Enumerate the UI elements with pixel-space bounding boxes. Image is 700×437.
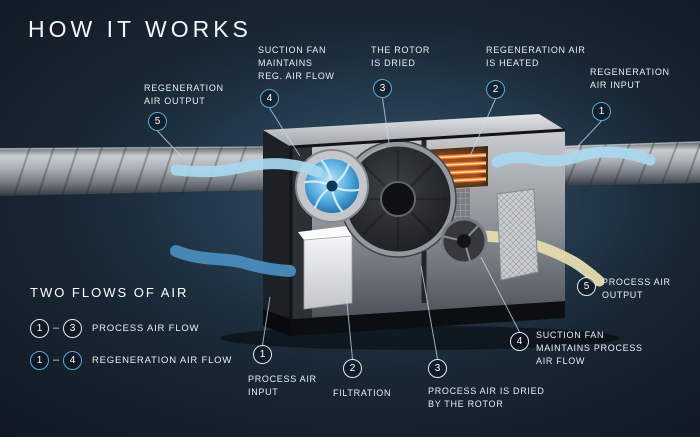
callout-label-suction-fan-reg: SUCTION FAN MAINTAINS REG. AIR FLOW	[258, 45, 335, 82]
legend-regen-label: REGENERATION AIR FLOW	[92, 355, 233, 366]
page-title: HOW IT WORKS	[28, 16, 252, 42]
unit-base	[291, 301, 565, 336]
regeneration-fan	[295, 149, 369, 223]
legend-regen-from-circle: 1	[30, 351, 49, 370]
rotor-disc	[339, 140, 457, 258]
callout-number-rotor-dried: 3	[373, 79, 392, 98]
connector-lines	[157, 97, 602, 360]
unit-base-side	[263, 309, 291, 336]
cutaway-edge	[289, 128, 566, 319]
callout-number-process-input: 1	[253, 345, 272, 364]
legend-process-to-circle: 3	[63, 319, 82, 338]
legend-process-from-circle: 1	[30, 319, 49, 338]
callout-number-filtration: 2	[343, 359, 362, 378]
process-air-inlet-arrow	[170, 245, 296, 277]
callout-number-suction-fan-reg: 4	[260, 89, 279, 108]
callout-number-regen-heated: 2	[486, 80, 505, 99]
regen-air-outlet-arrow	[170, 158, 324, 178]
callout-label-process-input: PROCESS AIR INPUT	[248, 374, 317, 398]
callout-label-regen-output: REGENERATION AIR OUTPUT	[144, 83, 224, 107]
callout-label-regen-heated: REGENERATION AIR IS HEATED	[486, 45, 586, 69]
legend-process-label: PROCESS AIR FLOW	[92, 323, 200, 334]
callout-label-process-dried: PROCESS AIR IS DRIED BY THE ROTOR	[428, 386, 545, 410]
inlet-plenum	[298, 226, 353, 310]
callout-label-suction-fan-process: SUCTION FAN MAINTAINS PROCESS AIR FLOW	[536, 330, 643, 367]
unit-top-panel	[263, 114, 565, 147]
legend-regen-separator: –	[52, 354, 60, 366]
callout-number-suction-fan-process: 4	[510, 332, 529, 351]
legend-regen-to-circle: 4	[63, 351, 82, 370]
callout-label-process-output: PROCESS AIR OUTPUT	[602, 277, 671, 301]
process-fan	[440, 217, 488, 265]
callout-label-regen-input: REGENERATION AIR INPUT	[590, 67, 670, 91]
regen-air-inlet-arrow	[491, 146, 656, 168]
callout-label-rotor-dried: THE ROTOR IS DRIED	[371, 45, 431, 69]
callout-number-regen-input: 1	[592, 102, 611, 121]
callout-number-process-dried: 3	[428, 359, 447, 378]
filter-panel	[496, 188, 539, 281]
legend-process-separator: –	[52, 322, 60, 334]
duct-right	[553, 141, 700, 187]
legend-title: TWO FLOWS OF AIR	[30, 285, 189, 300]
callout-label-filtration: FILTRATION	[333, 388, 392, 398]
callout-number-regen-output: 5	[148, 112, 167, 131]
callout-number-process-output: 5	[577, 277, 596, 296]
